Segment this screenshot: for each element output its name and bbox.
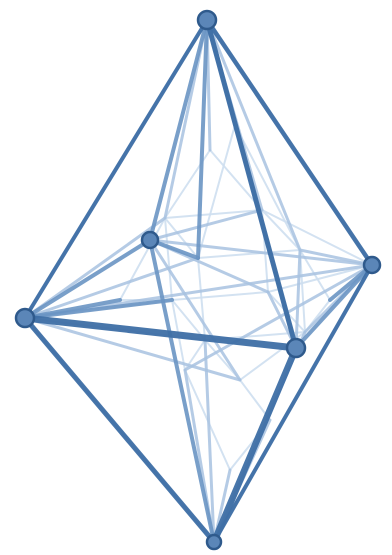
vertex-node-B — [207, 535, 221, 549]
edge-L-B — [25, 318, 214, 542]
vertex-node-FR — [287, 339, 305, 357]
vertex-node-BL — [142, 232, 158, 248]
edge-T-FR — [207, 20, 296, 348]
edge-L-FR — [25, 318, 296, 348]
vertex-node-R — [364, 257, 380, 273]
edge-T-L — [25, 20, 207, 318]
inner-faint-edges — [25, 125, 372, 470]
vertex-node-L — [16, 309, 34, 327]
edge-BL-B — [150, 240, 214, 542]
edge-R-B — [214, 265, 372, 542]
vertex-node-T — [198, 11, 216, 29]
edge-c4-c8 — [198, 258, 205, 340]
edge-c1-c5 — [165, 218, 172, 300]
